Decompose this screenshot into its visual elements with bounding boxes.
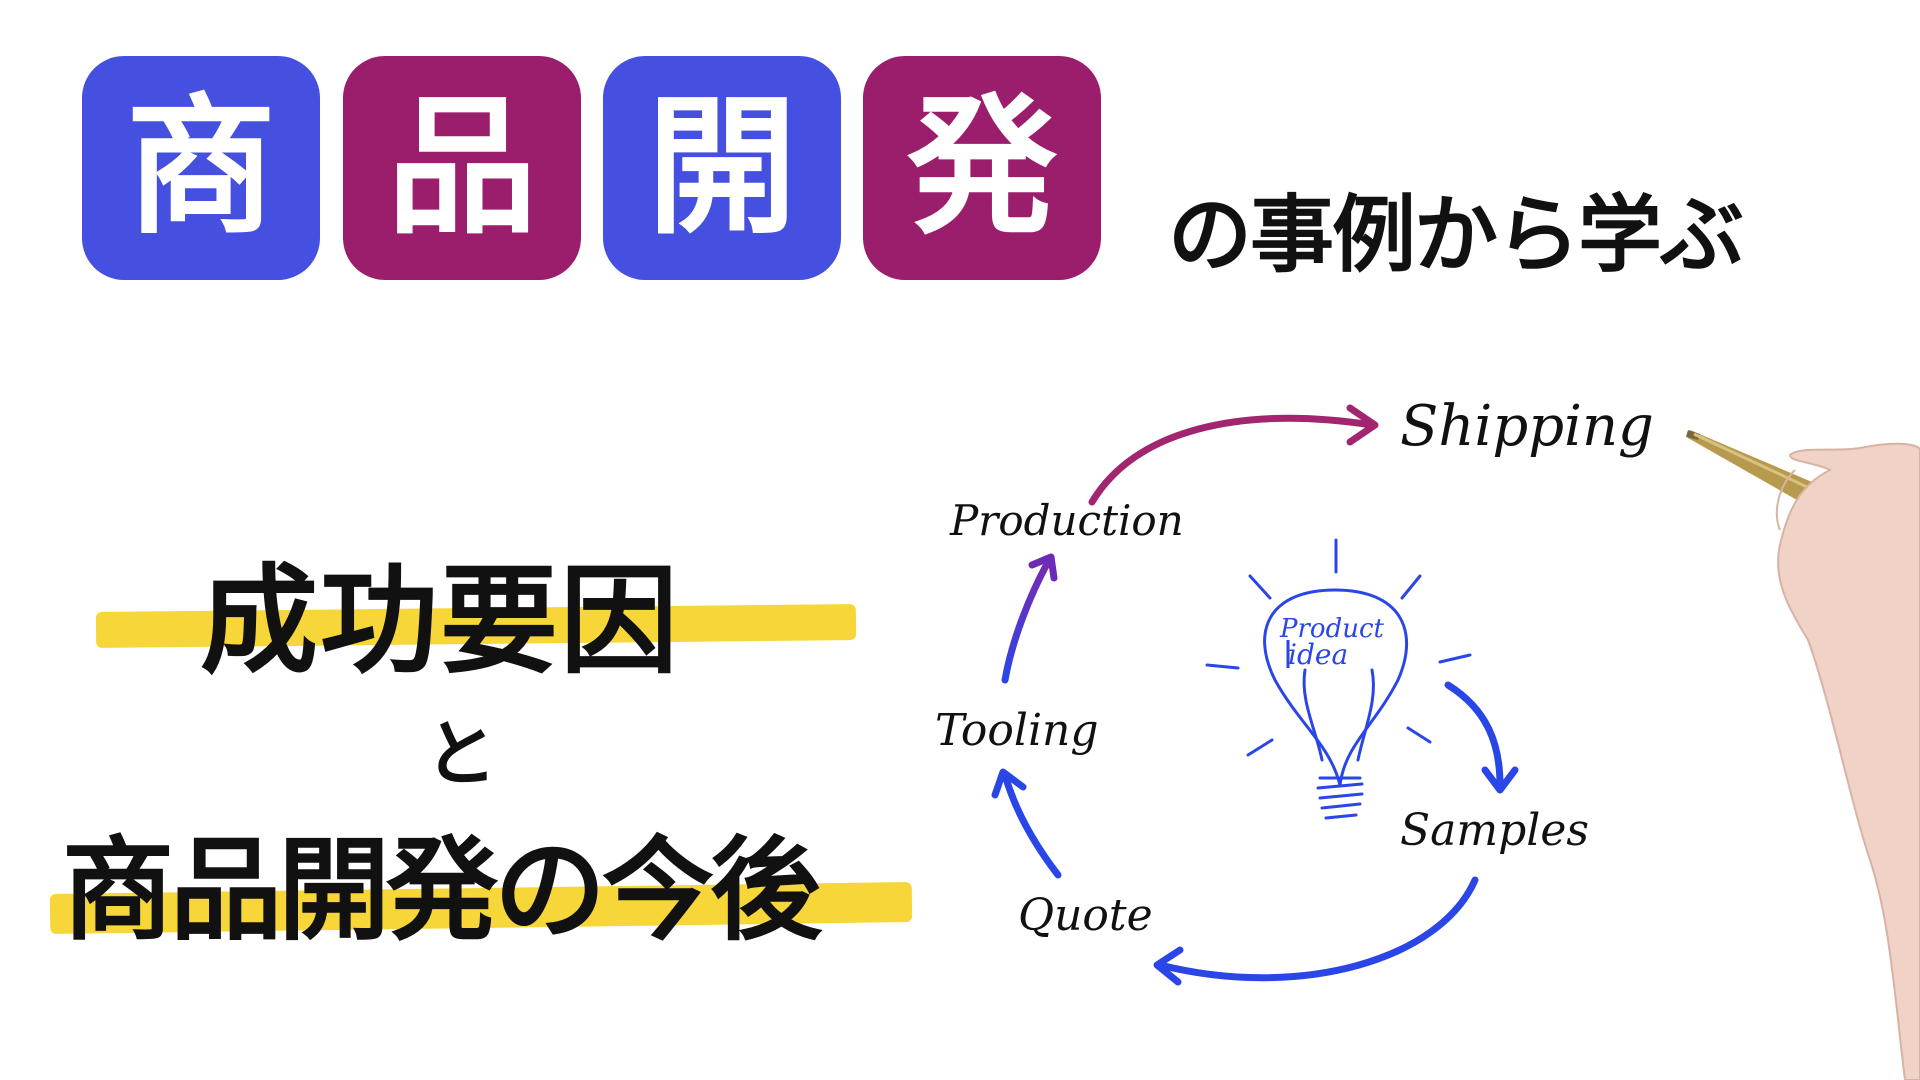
title-tile-2: 品 <box>343 56 581 280</box>
arrowhead-production <box>1028 553 1058 582</box>
headline-line-3: 商品開発の今後 <box>62 826 822 956</box>
arrow-tooling-to-production <box>1001 558 1052 684</box>
arrow-quote-to-tooling <box>1001 771 1062 879</box>
arrowhead-tooling <box>991 768 1027 799</box>
arrow-production-to-shipping <box>1088 414 1376 506</box>
lightbulb-icon <box>1205 538 1472 820</box>
subtitle: の事例から学ぶ <box>1168 186 1744 284</box>
title-tile-4: 発 <box>863 56 1101 280</box>
headline-line-1: 成功要因 <box>200 552 681 690</box>
bulb-text-product: Product <box>1279 614 1385 644</box>
hand-with-pen-illustration <box>1686 430 1920 1080</box>
title-tile-1: 商 <box>82 56 320 280</box>
arrowhead-samples <box>1481 766 1519 794</box>
arrow-samples-to-quote <box>1156 876 1479 982</box>
headline-line-2: と <box>425 712 498 796</box>
arrowhead-quote <box>1153 946 1184 986</box>
stage-label-quote: Quote <box>1018 890 1153 941</box>
product-cycle-diagram: Product idea Shipping Production Tooling… <box>935 394 1920 1080</box>
stage-label-production: Production <box>949 496 1184 545</box>
stage-label-shipping: Shipping <box>1400 394 1654 459</box>
stage-label-samples: Samples <box>1400 805 1589 856</box>
arrowhead-shipping <box>1346 404 1379 446</box>
title-tile-3: 開 <box>603 56 841 280</box>
stage-label-tooling: Tooling <box>935 705 1099 756</box>
arrow-idea-to-samples <box>1444 681 1504 789</box>
bulb-text-idea: idea <box>1288 638 1348 671</box>
